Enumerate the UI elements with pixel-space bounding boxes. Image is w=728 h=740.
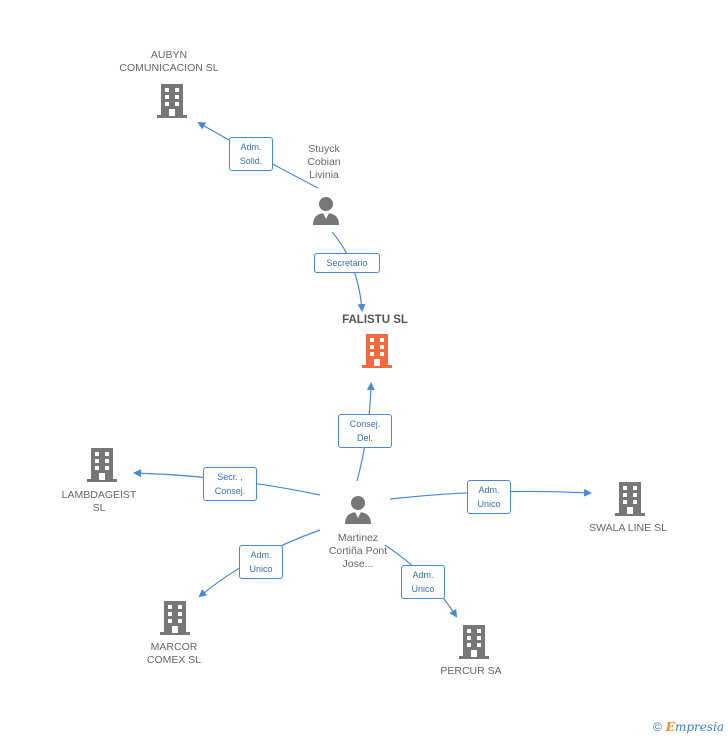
building-icon[interactable]: [160, 601, 190, 635]
node-label-aubyn: AUBYN COMUNICACION SL: [119, 49, 219, 74]
edge-label-martinez-marcor[interactable]: Adm. Unico: [239, 545, 283, 579]
brand-initial: E: [665, 720, 675, 734]
building-icon[interactable]: [362, 334, 392, 368]
edge-label-stuyck-falistu[interactable]: Secretario: [314, 253, 380, 273]
building-icon[interactable]: [157, 84, 187, 118]
edge-label-martinez-percur[interactable]: Adm. Unico: [401, 565, 445, 599]
node-label-falistu: FALISTU SL: [342, 314, 408, 326]
edge-label-stuyck-aubyn[interactable]: Adm. Solid.: [229, 137, 273, 171]
person-icon[interactable]: [311, 195, 341, 225]
building-icon[interactable]: [615, 482, 645, 516]
brand-name: mpresia: [674, 720, 724, 734]
empresia-watermark: ©Empresia: [653, 720, 724, 734]
node-label-stuyck: Stuyck Cobian Livinia: [307, 143, 341, 181]
building-icon[interactable]: [459, 625, 489, 659]
node-label-marcor: MARCOR COMEX SL: [146, 641, 202, 666]
edge-label-martinez-falistu[interactable]: Consej. Del.: [338, 414, 392, 448]
edge-label-martinez-swala[interactable]: Adm. Unico: [467, 480, 511, 514]
node-label-martinez: Martinez Cortiña Pont Jose...: [328, 532, 388, 570]
node-label-percur: PERCUR SA: [440, 665, 502, 677]
building-icon[interactable]: [87, 448, 117, 482]
copyright-symbol: ©: [652, 720, 662, 734]
node-label-swala: SWALA LINE SL: [589, 522, 667, 534]
edge-label-martinez-lambdageist[interactable]: Secr. , Consej.: [203, 467, 257, 501]
person-icon[interactable]: [343, 494, 373, 524]
node-label-lambdageist: LAMBDAGEIST SL: [61, 489, 137, 514]
